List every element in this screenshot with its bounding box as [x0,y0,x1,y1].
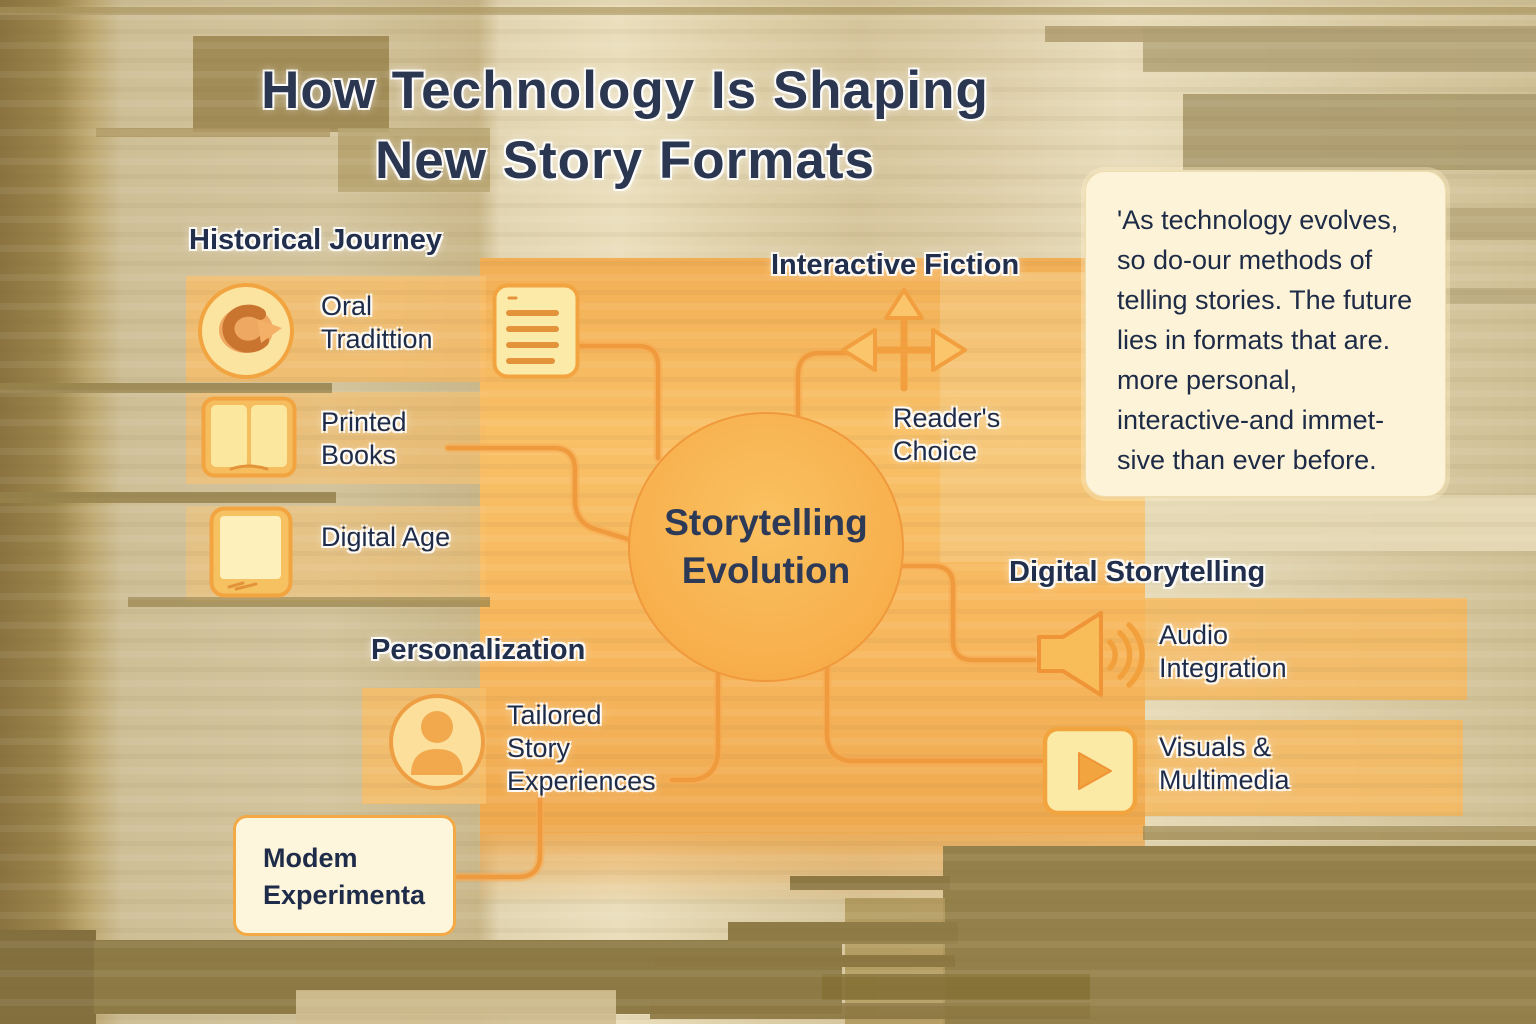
person-icon [389,694,485,790]
speech-swirl-icon [198,283,294,379]
heading-personalization: Personalization [371,634,586,666]
label-audio-integration: Audio Integration [1159,620,1287,683]
modern-experimenta-label: Modem Experimenta [263,843,426,910]
play-button-icon [1042,726,1138,816]
title-line-2: New Story Formats [374,131,875,190]
label-visuals-multimedia: Visuals & Multimedia [1159,732,1290,795]
label-printed-books: Printed Books [321,407,407,470]
heading-interactive-fiction: Interactive Fiction [771,249,1020,281]
quote-panel: 'As technology evolves, so do-our method… [1085,171,1446,497]
quote-text: 'As technology evolves, so do-our method… [1117,205,1413,475]
heading-historical-journey: Historical Journey [189,224,443,256]
branching-arrows-icon [841,288,967,392]
title-line-1: How Technology Is Shaping [261,61,989,120]
tablet-icon [209,506,293,598]
open-book-icon [201,396,297,478]
label-digital-age: Digital Age [321,522,451,552]
heading-digital-storytelling: Digital Storytelling [1009,556,1266,588]
document-lines-icon [492,283,580,379]
modern-experimenta-card: Modem Experimenta [233,815,456,936]
page-title: How Technology Is Shaping New Story Form… [155,56,1095,196]
central-node-storytelling-evolution: Storytelling Evolution [628,412,904,682]
central-node-label: Storytelling Evolution [664,501,868,591]
label-oral-tradition: Oral Tradittion [321,291,433,354]
label-readers-choice: Reader's Choice [893,403,1001,466]
speaker-icon [1037,611,1145,697]
label-tailored-story: Tailored Story Experiences [507,700,656,796]
